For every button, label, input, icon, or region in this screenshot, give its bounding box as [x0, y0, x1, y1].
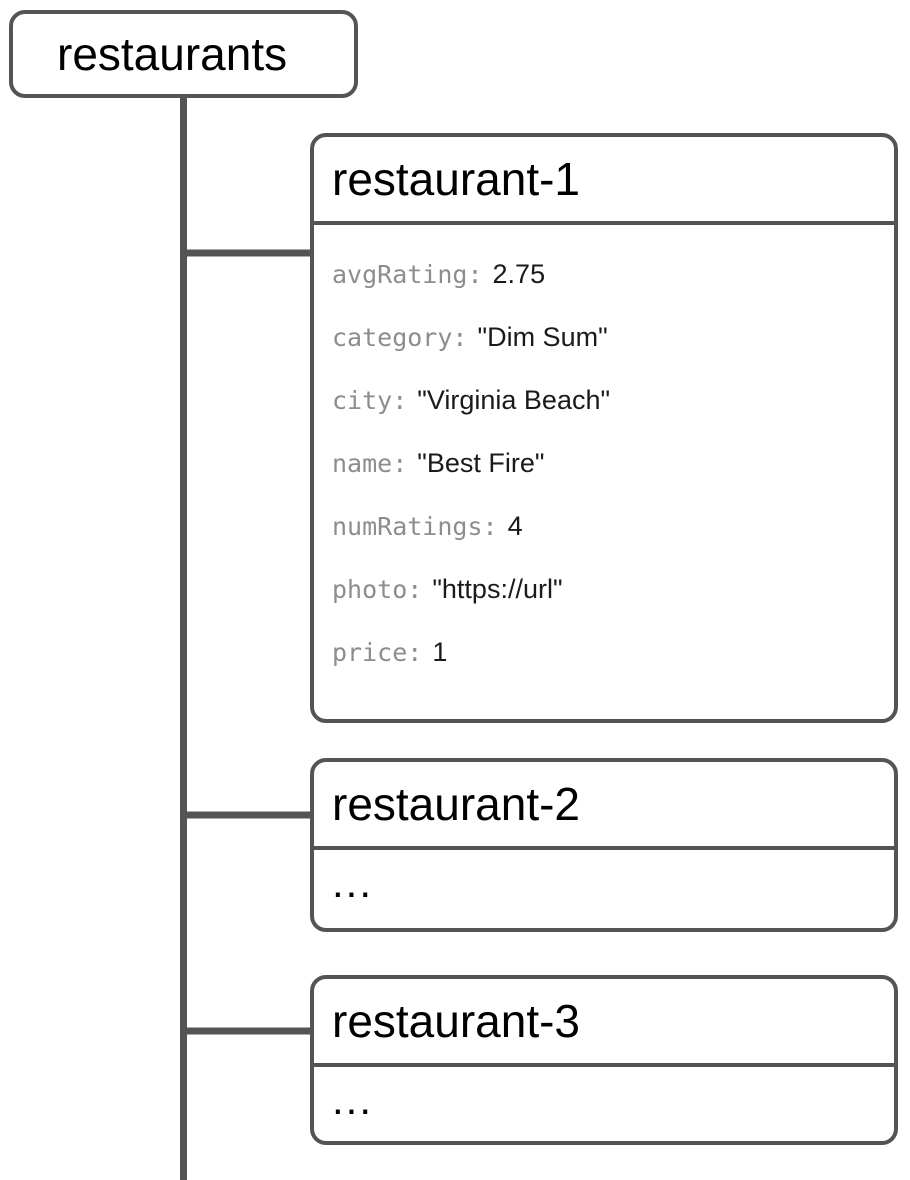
field-key: photo [332, 575, 408, 604]
field-value: "https://url" [432, 574, 563, 604]
field-value: "Virginia Beach" [417, 385, 611, 415]
collapsed-ellipsis: ... [332, 859, 374, 906]
document-card-title: restaurant-1 [332, 153, 581, 205]
document-card-header: restaurant-3 [314, 979, 894, 1067]
field-value: 2.75 [492, 259, 546, 289]
collapsed-ellipsis: ... [332, 1076, 374, 1123]
document-field-list: ... [314, 1067, 894, 1141]
field-separator: : [407, 638, 423, 667]
document-card-restaurant-1[interactable]: restaurant-1 avgRating : 2.75 category :… [310, 133, 898, 723]
field-separator: : [392, 386, 408, 415]
document-field-list: avgRating : 2.75 category : "Dim Sum" ci… [314, 225, 894, 719]
document-card-restaurant-2[interactable]: restaurant-2 ... [310, 758, 898, 932]
field-value: "Dim Sum" [477, 322, 608, 352]
field-row: avgRating : 2.75 [332, 243, 876, 306]
field-row: city : "Virginia Beach" [332, 369, 876, 432]
field-row: numRatings : 4 [332, 495, 876, 558]
document-field-list: ... [314, 850, 894, 928]
collection-node-restaurants[interactable]: restaurants [9, 10, 358, 98]
field-separator: : [452, 323, 468, 352]
document-card-title: restaurant-2 [332, 778, 581, 830]
field-key: price [332, 638, 408, 667]
field-row: photo : "https://url" [332, 558, 876, 621]
field-value: 1 [432, 637, 448, 667]
field-key: name [332, 449, 393, 478]
field-row: name : "Best Fire" [332, 432, 876, 495]
field-value: 4 [507, 511, 523, 541]
field-key: numRatings [332, 512, 483, 541]
document-card-restaurant-3[interactable]: restaurant-3 ... [310, 975, 898, 1145]
field-separator: : [467, 260, 483, 289]
field-row: price : 1 [332, 621, 876, 684]
collection-node-label: restaurants [57, 28, 288, 80]
document-card-header: restaurant-2 [314, 762, 894, 850]
field-key: avgRating [332, 260, 468, 289]
field-separator: : [392, 449, 408, 478]
field-key: category [332, 323, 453, 352]
field-key: city [332, 386, 393, 415]
field-separator: : [407, 575, 423, 604]
field-row: category : "Dim Sum" [332, 306, 876, 369]
field-value: "Best Fire" [417, 448, 545, 478]
document-card-header: restaurant-1 [314, 137, 894, 225]
field-separator: : [482, 512, 498, 541]
document-card-title: restaurant-3 [332, 995, 581, 1047]
